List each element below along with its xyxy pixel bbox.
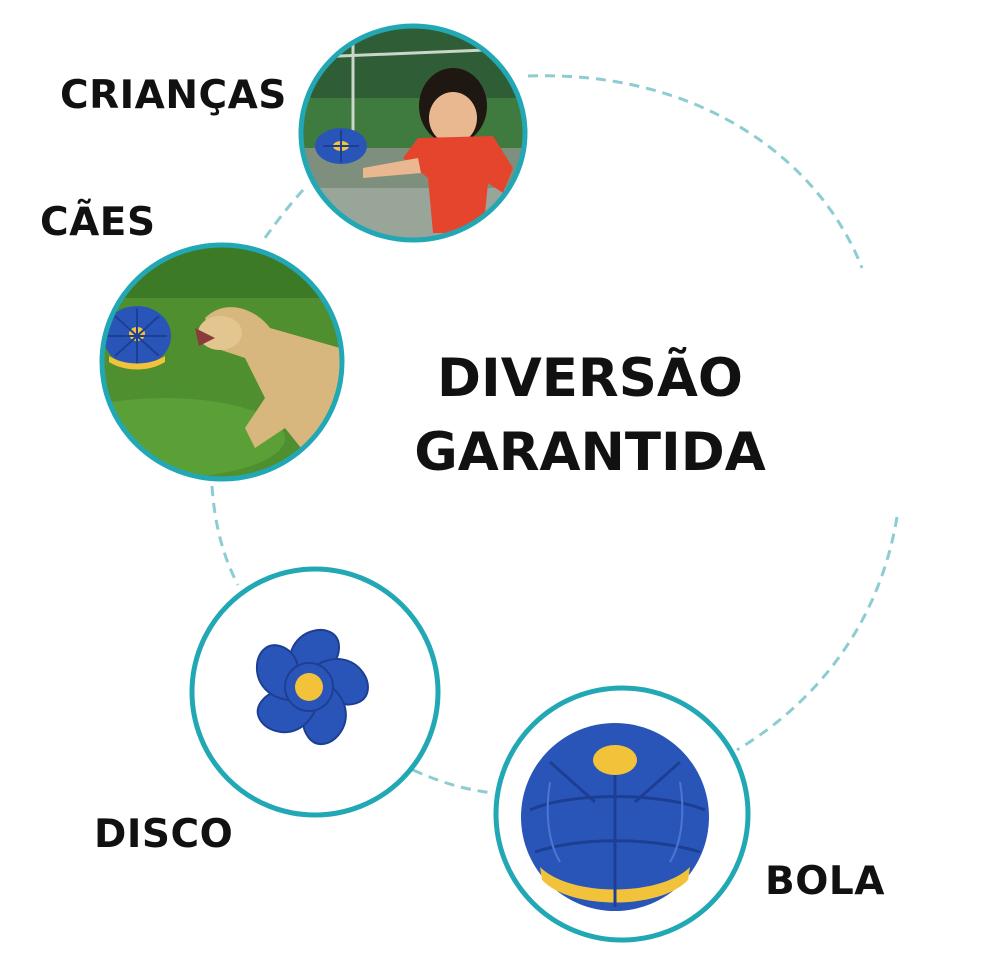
dash-arc-dogs-disc <box>210 485 240 586</box>
disc-toy-bubble <box>189 566 441 818</box>
kids-label: CRIANÇAS <box>60 73 287 118</box>
dash-arc-kids-dogs <box>260 188 305 243</box>
dogs-photo-bubble <box>99 242 345 482</box>
disc-label: DISCO <box>94 812 234 857</box>
dash-arc-disc-ball <box>412 768 495 795</box>
dash-arc-lower-right <box>736 516 899 752</box>
dogs-label: CÃES <box>40 200 156 245</box>
dash-arc-right <box>527 74 864 269</box>
ball-toy-bubble <box>493 685 751 943</box>
kids-photo-bubble <box>298 23 528 243</box>
headline-line-1: DIVERSÃO <box>437 348 743 409</box>
ball-label: BOLA <box>765 859 885 904</box>
headline: DIVERSÃO GARANTIDA <box>380 342 800 490</box>
headline-line-2: GARANTIDA <box>414 422 766 483</box>
